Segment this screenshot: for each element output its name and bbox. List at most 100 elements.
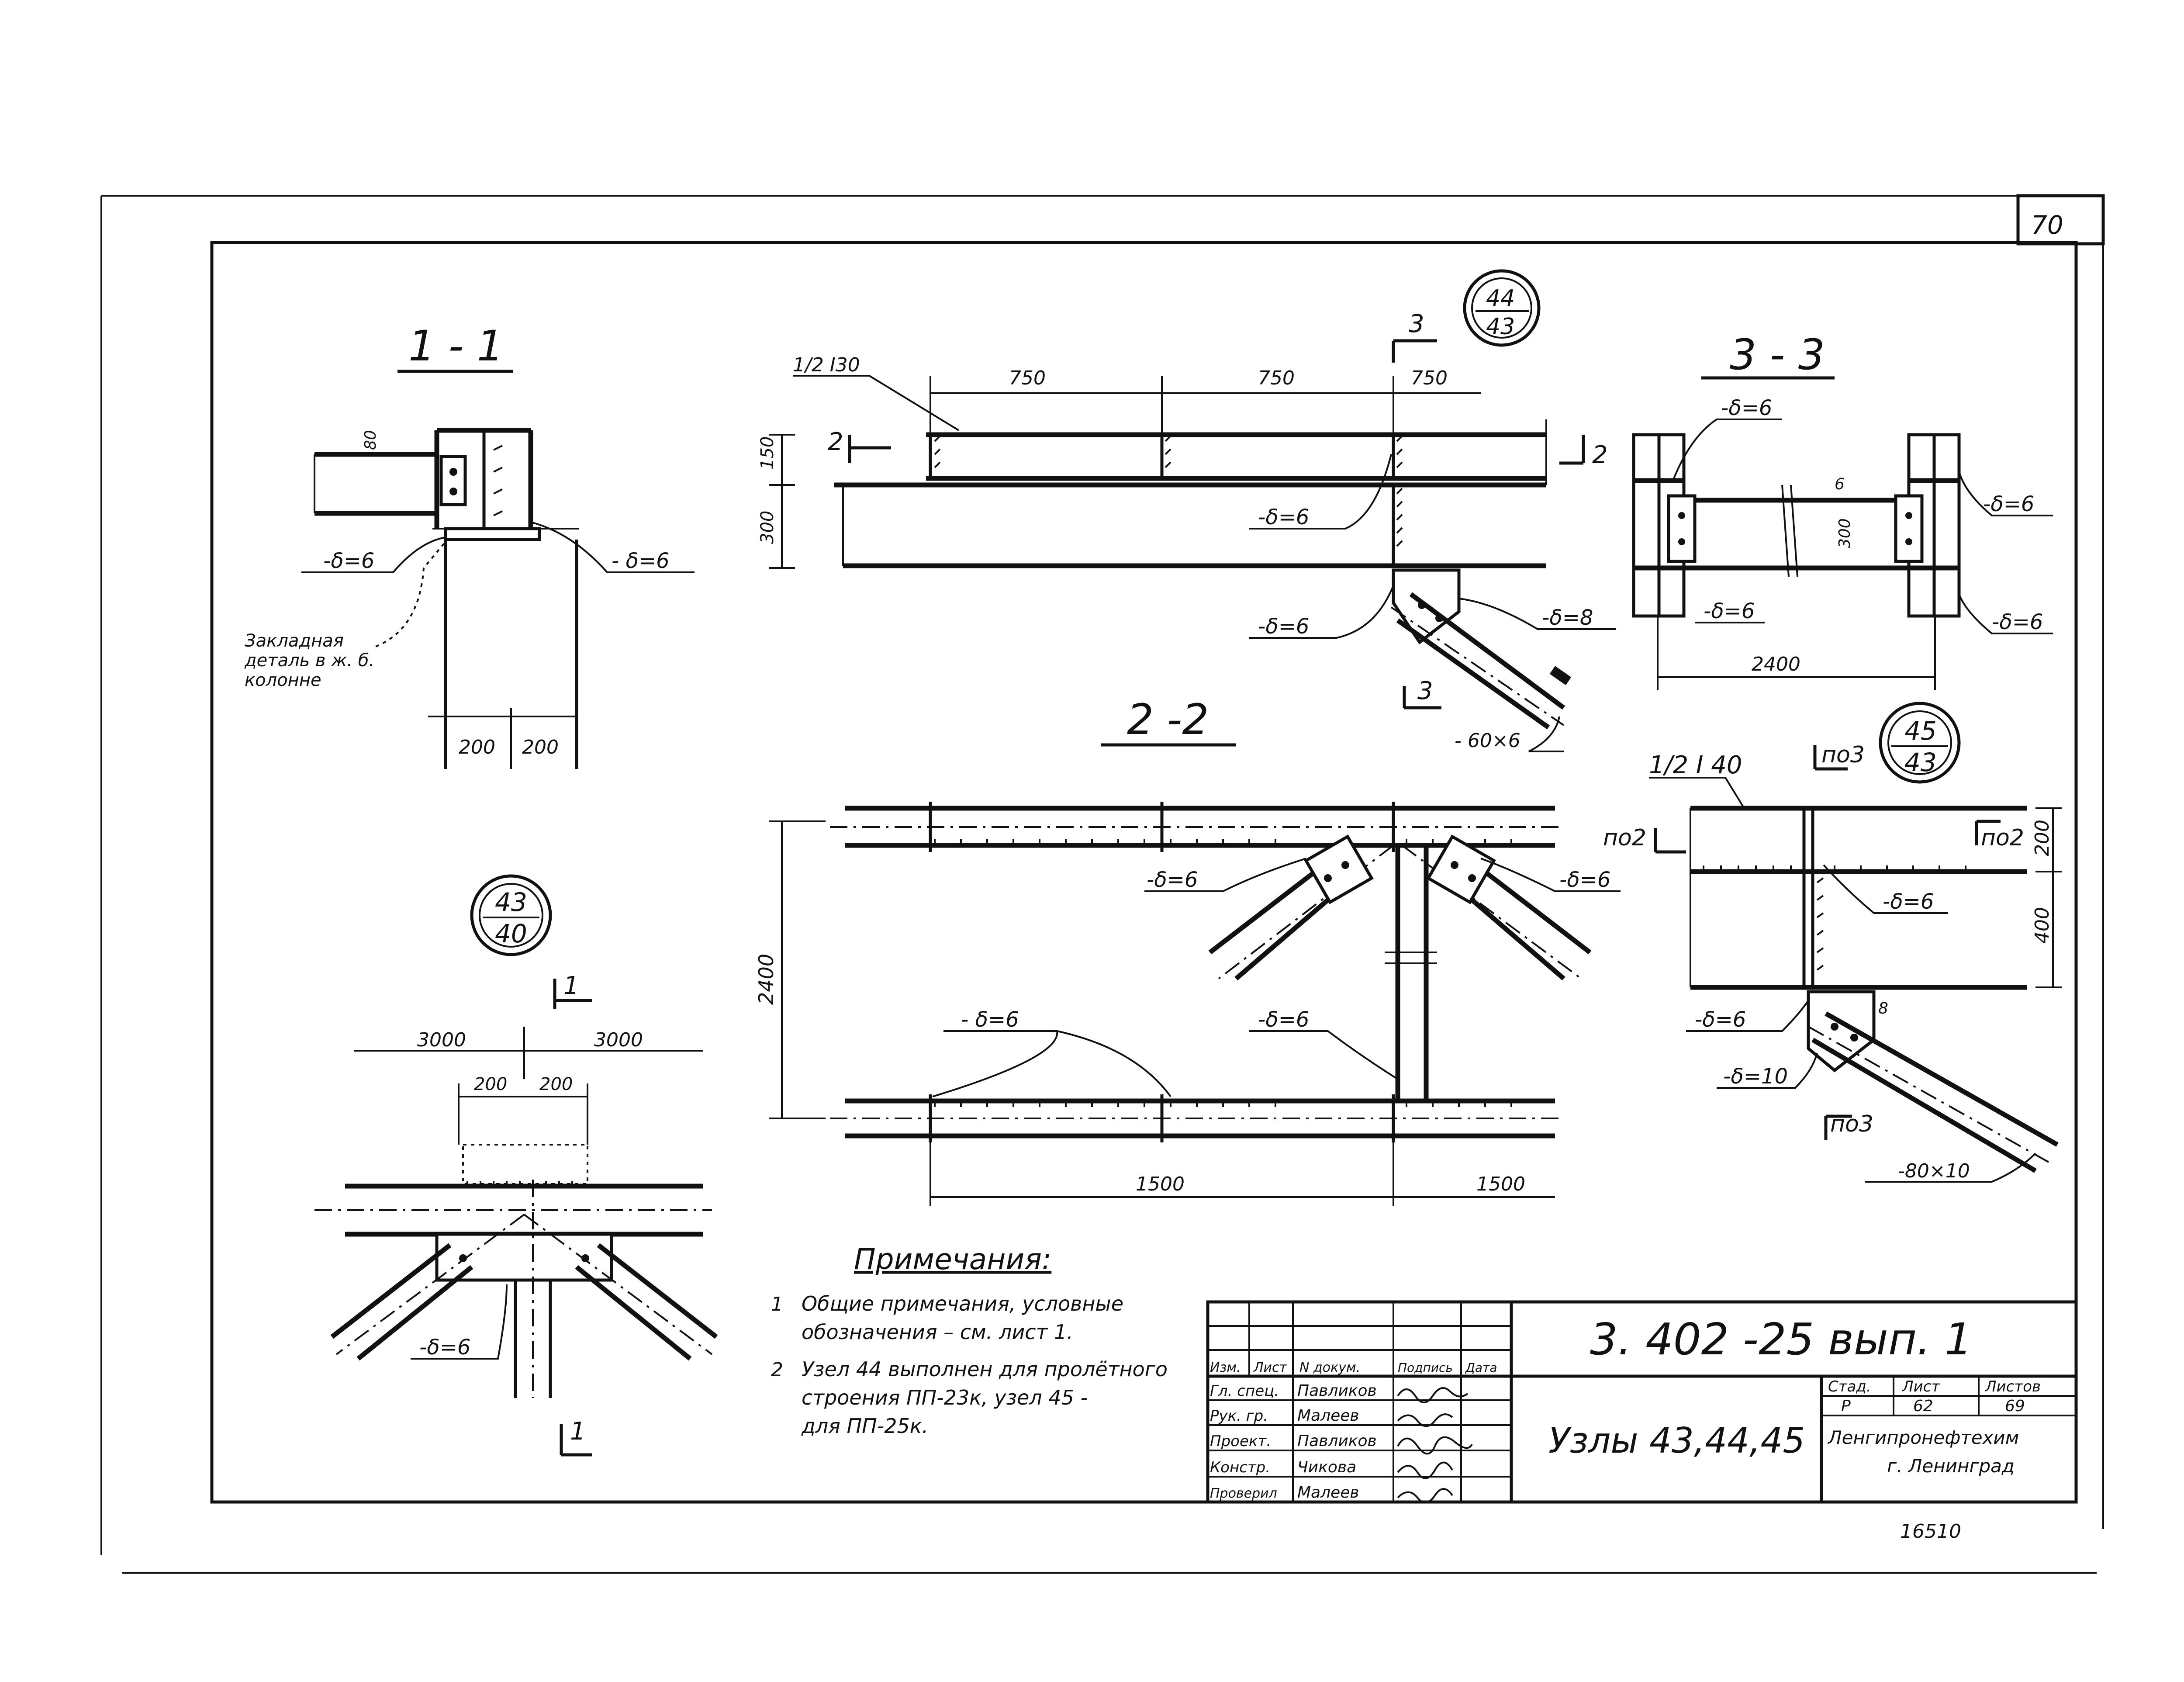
callout-bottom: 43 [1904,748,1937,777]
drawing-title: Узлы 43,44,45 [1548,1420,1805,1461]
cut-mark-bottom: по3 [1830,1111,1873,1137]
callout-top: 43 [495,887,527,917]
label-plate-a: -δ=6 [1147,868,1198,892]
outer-frame [100,195,2104,1574]
dim-1500-right: 1500 [1476,1173,1525,1195]
dim-750-c: 750 [1411,367,1448,389]
dim-1500-left: 1500 [1136,1173,1185,1195]
label-plate-right: - δ=6 [612,549,670,573]
rev-header-4: Дата [1465,1360,1497,1375]
view-section-1-1: 1 - 1 200 200 80 -δ=6 - δ=6 Закладная [244,322,695,769]
note-2-line-2: строения ПП-23к, узел 45 - [802,1386,1088,1409]
staff-name-1: Малеев [1297,1407,1359,1425]
note-1-line-2: обозначения – см. лист 1. [802,1320,1073,1344]
dim-80: 80 [362,430,380,450]
dim-300: 300 [757,511,778,544]
staff-name-4: Малеев [1297,1484,1359,1502]
profile-label: 1/2 I30 [793,354,860,376]
view-title: 3 - 3 [1730,330,1825,379]
callout-top: 45 [1904,716,1937,746]
view-section-2-2: 2 -2 [754,695,1621,1206]
stage-value-1: 62 [1913,1397,1933,1415]
rev-header-3: Подпись [1398,1360,1453,1375]
dim-200-left: 200 [474,1074,507,1094]
signatures [1397,1387,1473,1504]
label-plate-a: -δ=6 [1883,889,1934,914]
note-1-line-1: Общие примечания, условные [802,1292,1123,1315]
rev-header-0: Изм. [1210,1360,1241,1375]
title-block: Изм. Лист N докум. Подпись Дата Гл. спец… [1206,1300,2078,1504]
note-line-1: Закладная [245,631,344,651]
dim-200-left: 200 [459,736,495,758]
view-section-3-3: 3 - 3 300 6 2400 -δ=6 -δ=6 [1632,330,2053,690]
cut-mark-right: по2 [1981,825,2024,851]
cut-3-bottom: 3 [1417,677,1433,705]
staff-role-2: Проект. [1210,1433,1271,1450]
label-plate-a: -δ=6 [1721,396,1772,420]
label-plate-b: -δ=6 [1983,492,2034,516]
label-plate-b: -δ=6 [1559,868,1610,892]
dim-300: 300 [1836,518,1854,548]
cut-mark-top: по3 [1821,742,1865,768]
label-diagonal: -80×10 [1898,1160,1970,1182]
cut-mark-top: 1 [563,972,579,1000]
cut-2-left: 2 [828,428,843,456]
staff-name-3: Чикова [1297,1458,1356,1476]
note-line-3: колонне [245,670,321,690]
dim-400: 400 [2031,907,2053,944]
dim-200: 200 [2031,820,2053,856]
label-plate: -δ=6 [419,1335,470,1360]
note-2-line-3: для ПП-25к. [801,1414,928,1438]
label-plate-c: -δ=8 [1542,606,1593,630]
stage-header-2: Листов [1984,1378,2041,1395]
cut-2-right: 2 [1592,441,1608,469]
dim-6: 6 [1835,475,1845,493]
stage-header-1: Лист [1901,1378,1940,1395]
callout-45-43: 45 43 [1879,702,1961,784]
dim-8: 8 [1878,1000,1888,1018]
note-1-number: 1 [771,1293,783,1315]
staff-name-2: Павликов [1297,1432,1377,1450]
sheet-number-box: 70 [2016,194,2105,246]
staff-role-0: Гл. спец. [1210,1382,1279,1400]
label-plate-d: -δ=6 [1258,1007,1309,1032]
note-2-line-1: Узел 44 выполнен для пролётного [802,1357,1168,1381]
dim-200-right: 200 [522,736,559,758]
stage-header-0: Стад. [1828,1378,1871,1395]
note-line-2: деталь в ж. б. [244,651,374,671]
organization-line-1: Ленгипронефтехим [1827,1427,2019,1448]
label-plate-b: -δ=6 [1258,614,1309,639]
label-plate-left: -δ=6 [323,549,374,573]
notes-block: Примечания: 1 Общие примечания, условные… [771,1242,1168,1438]
staff-role-3: Констр. [1210,1459,1270,1476]
profile-label: 1/2 I 40 [1649,751,1742,779]
label-plate-c: -δ=10 [1723,1064,1788,1089]
cut-3-top: 3 [1409,310,1424,338]
dim-2400: 2400 [754,954,778,1005]
cut-mark-left: по2 [1603,825,1646,851]
stage-value-2: 69 [2005,1397,2025,1415]
rev-header-1: Лист [1253,1360,1288,1375]
dim-750-b: 750 [1258,367,1295,389]
callout-43-40: 43 40 [470,874,552,956]
drawing-code: 3. 402 -25 вып. 1 [1590,1314,1972,1365]
callout-bottom: 43 [1486,314,1515,340]
organization-line-2: г. Ленинград [1887,1455,2015,1477]
view-node-45: 1/2 I 40 200 400 по3 по2 по2 по3 [1603,742,2062,1183]
rev-header-2: N докум. [1299,1360,1360,1375]
dim-3000-right: 3000 [594,1029,643,1051]
label-plate-a: -δ=6 [1258,505,1309,530]
sheet-number: 70 [2031,210,2063,240]
dim-750-a: 750 [1009,367,1046,389]
label-plate-c: - δ=6 [961,1007,1019,1032]
dim-200-right: 200 [539,1074,573,1094]
note-2-number: 2 [771,1359,783,1381]
dim-2400: 2400 [1752,653,1800,675]
cut-mark-bottom: 1 [570,1417,586,1446]
callout-top: 44 [1486,285,1515,311]
label-plate-b: -δ=6 [1695,1007,1746,1032]
dim-3000-left: 3000 [417,1029,466,1051]
view-title: 1 - 1 [408,322,504,370]
stage-value-0: Р [1841,1397,1851,1415]
